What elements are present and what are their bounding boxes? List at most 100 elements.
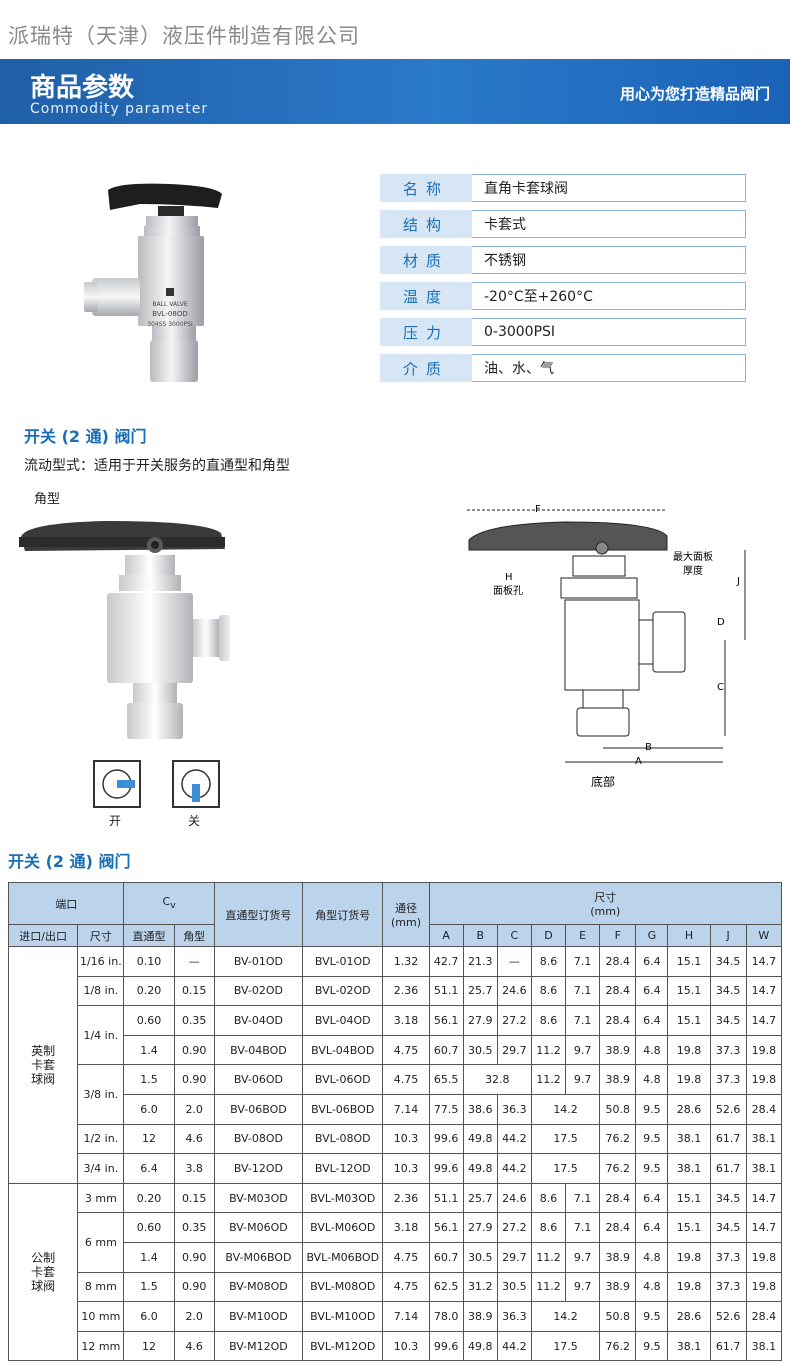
cell-cv_s: 1.4 xyxy=(123,1034,175,1066)
cell-cv_a: 0.90 xyxy=(173,1064,215,1095)
cell-F: 38.9 xyxy=(599,1271,637,1303)
cell-ao: BVL-08OD xyxy=(302,1123,384,1155)
cell-B: 27.9 xyxy=(462,1005,498,1036)
cell-H: 19.8 xyxy=(667,1241,711,1273)
cell-B: 21.3 xyxy=(462,946,498,977)
product-image: BALL VALVE BVL-08OD 304SS 3000PSI xyxy=(84,183,222,382)
cell-ao: BVL-M12OD xyxy=(302,1330,384,1362)
cell-D: 11.2 xyxy=(530,1241,567,1273)
cell-D: 8.6 xyxy=(530,1005,567,1036)
bore-header: 通径(mm) xyxy=(382,882,430,947)
cell-C: 29.7 xyxy=(496,1034,532,1066)
cell-size: 1/16 in. xyxy=(77,946,125,977)
cv-header-text: C xyxy=(162,895,171,909)
cell-bore: 3.18 xyxy=(382,1212,430,1243)
cell-F: 38.9 xyxy=(599,1034,637,1066)
cell-H: 19.8 xyxy=(667,1034,711,1066)
cell-ao: BVL-M06BOD xyxy=(302,1241,384,1273)
cell-W: 19.8 xyxy=(745,1271,783,1303)
cell-ao: BVL-04OD xyxy=(302,1005,384,1036)
dimension-drawing: F H 面板孔 最大面板 厚度 J D C B A 底部 xyxy=(467,504,746,789)
cell-G: 6.4 xyxy=(635,1182,669,1214)
cell-F: 28.4 xyxy=(599,975,637,1007)
cell-B: 31.2 xyxy=(462,1271,498,1303)
cell-size: 1/2 in. xyxy=(77,1123,125,1155)
straight-order-header: 直通型订货号 xyxy=(213,882,304,947)
cell-W: 38.1 xyxy=(745,1153,783,1184)
cell-W: 14.7 xyxy=(745,1212,783,1243)
cell-J: 37.3 xyxy=(709,1064,747,1095)
max-panel-label: 最大面板 xyxy=(673,550,713,563)
cell-B: 49.8 xyxy=(462,1153,498,1184)
cell-C: 24.6 xyxy=(496,1182,532,1214)
company-name: 派瑞特（天津）液压件制造有限公司 xyxy=(8,24,360,48)
thickness-label: 厚度 xyxy=(683,564,703,577)
cell-ao: BVL-06OD xyxy=(302,1064,384,1095)
cell-bore: 4.75 xyxy=(382,1064,430,1095)
spec-key: 名称 xyxy=(380,174,472,202)
product-image-text-1: BALL VALVE xyxy=(152,301,187,308)
open-position-icon xyxy=(93,760,141,808)
dim-label-H: H xyxy=(505,572,513,583)
cell-cv_s: 6.0 xyxy=(123,1093,175,1125)
cell-so: BV-04BOD xyxy=(213,1034,304,1066)
cell-bore: 3.18 xyxy=(382,1005,430,1036)
cell-so: BV-M10OD xyxy=(213,1301,304,1332)
spec-value: 不锈钢 xyxy=(472,246,746,274)
group-line: 公制 xyxy=(31,1251,56,1266)
cell-J: 34.5 xyxy=(709,1005,747,1036)
cell-H: 15.1 xyxy=(667,946,711,977)
cell-cv_s: 0.20 xyxy=(123,975,175,1007)
cell-bore: 10.3 xyxy=(382,1153,430,1184)
cell-cv_s: 1.4 xyxy=(123,1241,175,1273)
group-metric: 公制卡套球阀 xyxy=(7,1182,79,1362)
dim-label-F: F xyxy=(535,504,541,515)
cell-so: BV-M03OD xyxy=(213,1182,304,1214)
spec-value: 卡套式 xyxy=(472,210,746,238)
cv-header-sub: v xyxy=(170,900,176,912)
dim-label-A: A xyxy=(635,756,642,767)
cell-B: 38.9 xyxy=(462,1301,498,1332)
spec-key: 温度 xyxy=(380,282,472,310)
cell-B: 27.9 xyxy=(462,1212,498,1243)
cell-cv_s: 0.10 xyxy=(123,946,175,977)
product-image-text-2: BVL-08OD xyxy=(152,310,188,318)
cell-G: 4.8 xyxy=(635,1241,669,1273)
bore-header-text: 通径 xyxy=(394,902,417,915)
cell-G: 9.5 xyxy=(635,1153,669,1184)
group-imperial: 英制卡套球阀 xyxy=(7,946,79,1184)
cell-F: 76.2 xyxy=(599,1153,637,1184)
cell-A: 56.1 xyxy=(428,1005,464,1036)
banner-subtitle: Commodity parameter xyxy=(30,101,209,117)
group-line: 卡套 xyxy=(31,1265,56,1280)
spec-key: 介质 xyxy=(380,354,472,382)
cell-W: 14.7 xyxy=(745,1005,783,1036)
cell-W: 38.1 xyxy=(745,1330,783,1362)
cell-E: 9.7 xyxy=(565,1271,601,1303)
bore-header-unit: (mm) xyxy=(390,916,421,929)
cell-W: 19.8 xyxy=(745,1034,783,1066)
section-title-2: 开关 (2 通) 阀门 xyxy=(8,852,131,871)
cell-bore: 4.75 xyxy=(382,1241,430,1273)
cell-H: 28.6 xyxy=(667,1301,711,1332)
cell-H: 19.8 xyxy=(667,1271,711,1303)
open-label: 开 xyxy=(109,814,122,828)
cell-A: 99.6 xyxy=(428,1123,464,1155)
size-header-text: 尺寸 xyxy=(594,891,617,904)
spec-row: 介质油、水、气 xyxy=(380,354,746,382)
cell-cv_a: — xyxy=(173,946,215,977)
dim-col-header-B: B xyxy=(462,924,498,947)
cell-cv_s: 12 xyxy=(123,1330,175,1362)
dim-col-header-W: W xyxy=(745,924,783,947)
cell-D: 11.2 xyxy=(530,1271,567,1303)
angle-valve-photo xyxy=(19,521,230,739)
cell-cv_a: 4.6 xyxy=(173,1123,215,1155)
dim-label-J: J xyxy=(736,576,740,587)
dim-col-header-G: G xyxy=(635,924,669,947)
cell-cv_s: 0.20 xyxy=(123,1182,175,1214)
cell-cv_a: 2.0 xyxy=(173,1093,215,1125)
cell-J: 34.5 xyxy=(709,975,747,1007)
